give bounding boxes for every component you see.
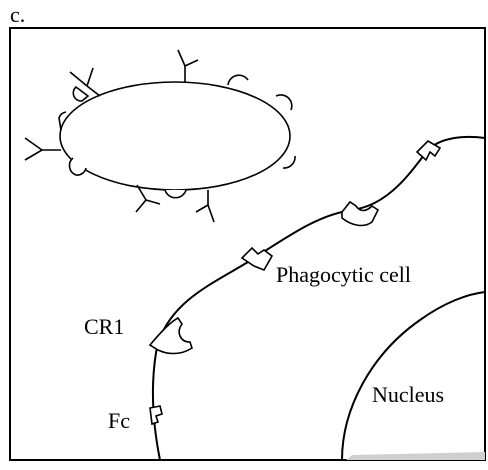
complement-bump <box>73 87 88 101</box>
cr1-label: CR1 <box>84 314 124 339</box>
nucleus-label: Nucleus <box>372 382 444 407</box>
fc-receptor-icon <box>150 406 162 424</box>
receptor-icon <box>242 248 272 270</box>
nucleus-base-shading <box>346 452 485 460</box>
microbe-body <box>60 82 290 190</box>
complement-bump <box>283 156 295 168</box>
complement-bump <box>228 75 248 85</box>
nucleus <box>342 292 485 460</box>
phagocytic-cell-label: Phagocytic cell <box>276 262 411 287</box>
antibody <box>25 138 61 160</box>
cr1-receptor-icon <box>150 318 192 354</box>
microbe <box>25 50 295 222</box>
antibody <box>178 50 198 82</box>
complement-bump <box>165 190 186 198</box>
receptor-icon <box>342 202 378 225</box>
complement-bump <box>276 95 292 110</box>
fc-label: Fc <box>108 408 130 433</box>
panel-label: c. <box>10 2 25 27</box>
antibody <box>196 190 214 222</box>
